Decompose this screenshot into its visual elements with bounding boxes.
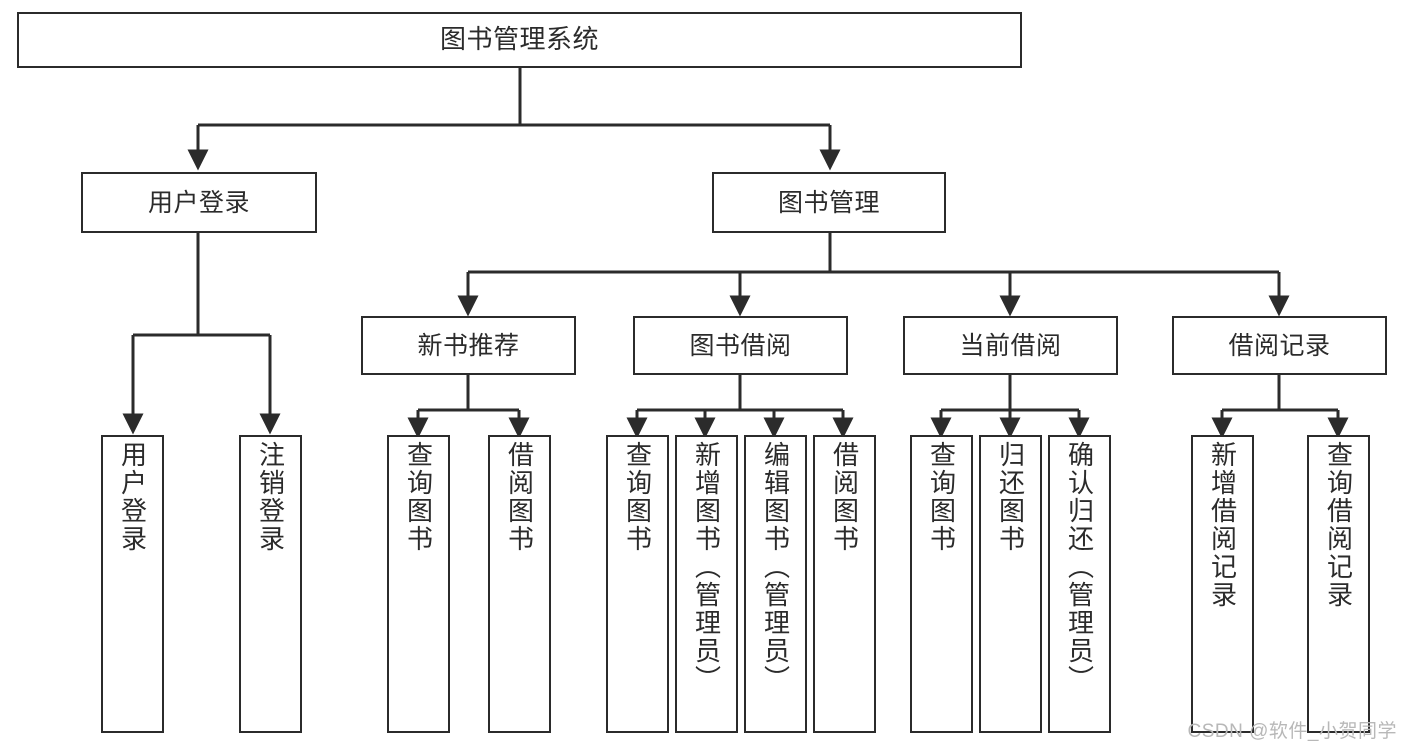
node-leaf-return-book[interactable]: 归还图书 [979, 435, 1042, 733]
node-leaf-confirm-return[interactable]: 确认归还（管理员） [1048, 435, 1111, 733]
node-leaf-user-login[interactable]: 用户登录 [101, 435, 164, 733]
node-leaf-borrow-book-2-label: 借阅图书 [829, 441, 860, 553]
node-leaf-add-record-label: 新增借阅记录 [1207, 441, 1238, 609]
node-leaf-logout-label: 注销登录 [255, 441, 286, 553]
node-leaf-borrow-book-1-label: 借阅图书 [504, 441, 535, 553]
node-book-borrow[interactable]: 图书借阅 [633, 316, 848, 375]
node-leaf-borrow-book-1[interactable]: 借阅图书 [488, 435, 551, 733]
node-leaf-edit-book-label: 编辑图书（管理员） [760, 441, 791, 693]
node-leaf-query-book-3-label: 查询图书 [926, 441, 957, 553]
node-leaf-user-login-label: 用户登录 [117, 441, 148, 553]
node-root-label: 图书管理系统 [439, 24, 599, 55]
node-leaf-query-book-1[interactable]: 查询图书 [387, 435, 450, 733]
node-leaf-query-record-label: 查询借阅记录 [1323, 441, 1354, 609]
node-leaf-query-record[interactable]: 查询借阅记录 [1307, 435, 1370, 733]
node-leaf-edit-book[interactable]: 编辑图书（管理员） [744, 435, 807, 733]
node-leaf-logout[interactable]: 注销登录 [239, 435, 302, 733]
node-book-manage[interactable]: 图书管理 [712, 172, 946, 233]
node-new-book-recommend[interactable]: 新书推荐 [361, 316, 576, 375]
node-leaf-return-book-label: 归还图书 [995, 441, 1026, 553]
node-leaf-query-book-2[interactable]: 查询图书 [606, 435, 669, 733]
node-book-borrow-label: 图书借阅 [689, 331, 792, 360]
node-user-login[interactable]: 用户登录 [81, 172, 317, 233]
node-user-login-label: 用户登录 [147, 188, 250, 217]
node-root[interactable]: 图书管理系统 [17, 12, 1022, 68]
node-current-borrow-label: 当前借阅 [959, 331, 1062, 360]
node-leaf-add-book[interactable]: 新增图书（管理员） [675, 435, 738, 733]
csdn-watermark: CSDN @软件_小贺同学 [1187, 721, 1397, 742]
node-leaf-query-book-2-label: 查询图书 [622, 441, 653, 553]
node-leaf-query-book-1-label: 查询图书 [403, 441, 434, 553]
node-leaf-confirm-return-label: 确认归还（管理员） [1064, 441, 1095, 693]
node-leaf-query-book-3[interactable]: 查询图书 [910, 435, 973, 733]
node-current-borrow[interactable]: 当前借阅 [903, 316, 1118, 375]
node-book-manage-label: 图书管理 [777, 188, 880, 217]
node-borrow-record-label: 借阅记录 [1228, 331, 1331, 360]
node-leaf-add-record[interactable]: 新增借阅记录 [1191, 435, 1254, 733]
node-leaf-add-book-label: 新增图书（管理员） [691, 441, 722, 693]
node-borrow-record[interactable]: 借阅记录 [1172, 316, 1387, 375]
node-new-book-recommend-label: 新书推荐 [417, 331, 520, 360]
node-leaf-borrow-book-2[interactable]: 借阅图书 [813, 435, 876, 733]
